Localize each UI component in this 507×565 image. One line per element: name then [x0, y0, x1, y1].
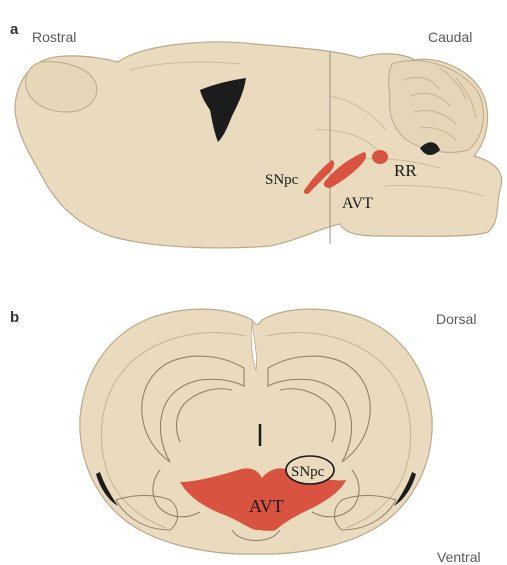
panel-b-coronal: b Dorsal Ventral SNpc AVT: [10, 309, 481, 565]
label-snpc-coronal: SNpc: [291, 464, 325, 480]
dorsal-label: Dorsal: [436, 311, 476, 327]
panel-a-letter: a: [10, 21, 19, 38]
label-avt-coronal: AVT: [249, 496, 284, 516]
panel-b-letter: b: [10, 309, 19, 326]
ventral-label: Ventral: [437, 549, 481, 565]
label-snpc-sagittal: SNpc: [265, 172, 299, 188]
rostral-label: Rostral: [32, 29, 76, 45]
label-avt-sagittal: AVT: [342, 195, 373, 212]
panel-a-sagittal: a Rostral Caudal SNpc AVT RR: [10, 21, 502, 248]
caudal-label: Caudal: [428, 29, 472, 45]
rr-region: [372, 150, 388, 164]
label-rr-sagittal: RR: [394, 161, 417, 180]
